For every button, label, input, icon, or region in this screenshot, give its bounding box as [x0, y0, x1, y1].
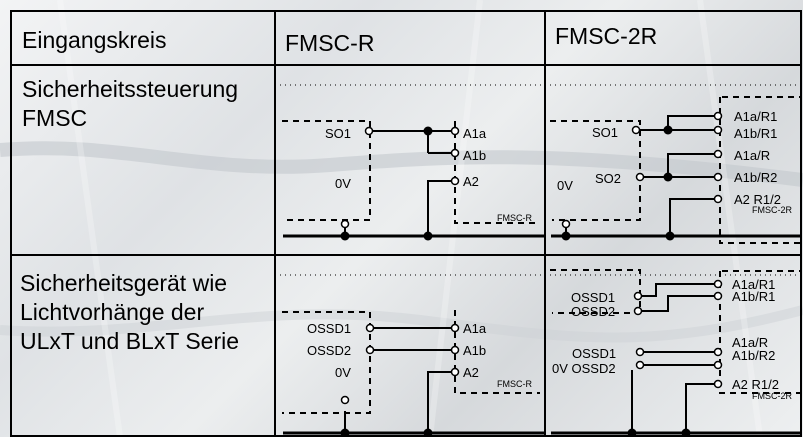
row2-label-line1: Sicherheitsgerät wie: [20, 270, 228, 296]
r1-fmsc2r-out4: A1b/R2: [734, 170, 777, 185]
row2-label: Sicherheitsgerät wie Lichtvorhänge der U…: [20, 269, 239, 356]
header-eingangskreis: Eingangskreis: [22, 27, 167, 53]
r1-fmsc2r-module: FMSC-2R: [752, 205, 792, 215]
r2-fmsc2r-ossd2a: OSSD2: [571, 304, 615, 319]
r1-fmsc2r-0v: 0V: [557, 178, 573, 193]
r1-fmsc2r-so1: SO1: [592, 125, 618, 140]
row2-label-line3: ULxT und BLxT Serie: [20, 328, 240, 354]
r1-fmscr-a2: A2: [463, 174, 479, 189]
row1-label: Sicherheitssteuerung FMSC: [22, 75, 238, 133]
r2-fmsc2r-out2: A1b/R1: [732, 289, 775, 304]
r2-fmsc2r-out3: A1a/R: [732, 335, 768, 350]
r1-fmscr-a1b: A1b: [463, 148, 486, 163]
diagram-row2-fmsc-2r: OSSD1 OSSD2 OSSD1 0V OSSD2 A1a/R1 A1b/R1…: [550, 269, 801, 437]
r2-fmsc2r-out4: A1b/R2: [732, 348, 775, 363]
r2-fmscr-a1b: A1b: [463, 343, 486, 358]
r1-fmsc2r-out2: A1b/R1: [734, 126, 777, 141]
r2-fmsc2r-ossd1b: OSSD1: [572, 346, 616, 361]
r2-fmscr-a1a: A1a: [463, 321, 487, 336]
row1-label-line1: Sicherheitssteuerung: [22, 76, 239, 102]
r2-fmscr-0v: 0V: [335, 365, 351, 380]
r2-fmsc2r-0v-ossd2b: 0V OSSD2: [552, 361, 616, 376]
r1-fmscr-a1a: A1a: [463, 126, 487, 141]
r2-fmscr-module: FMSC-R: [497, 379, 532, 389]
header-fmsc-r: FMSC-R: [285, 30, 375, 56]
r2-fmsc2r-out5: A2 R1/2: [732, 377, 779, 392]
diagram-row2-fmsc-r: OSSD1 OSSD2 0V A1a A1b A2 FMSC-R: [282, 310, 545, 437]
r2-fmscr-ossd1: OSSD1: [307, 321, 351, 336]
r2-fmscr-a2: A2: [463, 365, 479, 380]
r1-fmsc2r-out1: A1a/R1: [734, 109, 777, 124]
header-fmsc-2r: FMSC-2R: [555, 23, 658, 49]
diagram-row1-fmsc-2r: SO1 SO2 0V A1a/R1 A1b/R1 A1a/R A1b/R2 A2…: [550, 96, 801, 244]
r1-fmsc2r-out5: A2 R1/2: [734, 192, 781, 207]
r2-fmscr-ossd2: OSSD2: [307, 343, 351, 358]
r1-fmsc2r-out3: A1a/R: [734, 148, 770, 163]
r1-fmscr-0v: 0V: [335, 176, 351, 191]
r1-fmscr-module: FMSC-R: [497, 213, 532, 223]
row1-label-line2: FMSC: [22, 105, 88, 131]
row2-label-line2: Lichtvorhänge der: [20, 299, 205, 325]
r1-fmsc2r-so2: SO2: [595, 171, 621, 186]
r2-fmsc2r-ossd1a: OSSD1: [571, 290, 615, 305]
diagram-row1-fmsc-r: SO1 0V A1a A1b A2 FMSC-R: [282, 120, 545, 241]
r2-fmsc2r-module: FMSC-2R: [752, 391, 792, 401]
r1-fmscr-so1: SO1: [325, 126, 351, 141]
r2-fmsc2r-out1: A1a/R1: [732, 277, 775, 292]
